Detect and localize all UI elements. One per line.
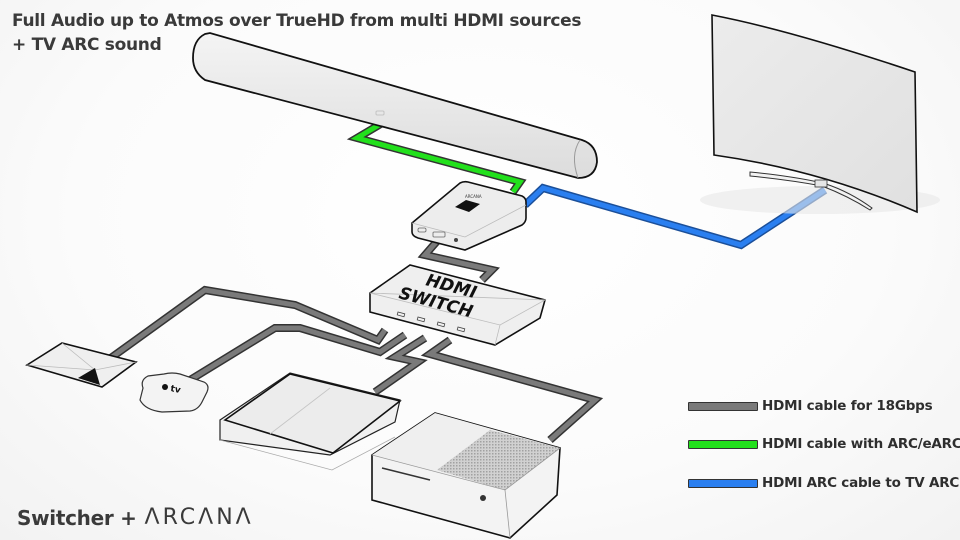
hdmi-port (416, 316, 426, 323)
brand-prefix: Switcher + (17, 505, 137, 530)
legend-label: HDMI cable with ARC/eARC (762, 436, 960, 452)
xbox-one-console (371, 412, 561, 539)
ps4-console (219, 372, 402, 471)
cable-switch-to-xbox (420, 336, 604, 443)
xbox-vent-grill (437, 430, 560, 490)
apple-logo-icon (162, 384, 168, 390)
switch-ports (396, 311, 466, 333)
cable-soundbar-to-arcana (346, 118, 527, 195)
hdmi-port (396, 311, 406, 318)
cables (105, 118, 828, 443)
legend-swatch-grey (688, 401, 758, 411)
legend-swatch-green (688, 439, 758, 449)
arcana-device: ARCANA (411, 180, 527, 251)
title-line-2: + TV ARC sound (12, 35, 162, 55)
arcana-logo: ΛRCΛNΛ (144, 505, 254, 530)
title-line-1: Full Audio up to Atmos over TrueHD from … (12, 11, 582, 31)
streaming-box (25, 342, 138, 388)
hdmi-port (436, 321, 446, 328)
diagram-title: Full Audio up to Atmos over TrueHD from … (12, 9, 582, 57)
apple-tv-label: tv (169, 384, 181, 396)
brand-footer: Switcher + ΛRCΛNΛ (17, 505, 254, 530)
apple-tv: tv (139, 372, 209, 413)
cable-arcana-to-switch (417, 237, 500, 283)
xbox-power-icon (480, 495, 486, 501)
legend-label: HDMI cable for 18Gbps (762, 398, 933, 414)
legend-label: HDMI ARC cable to TV ARC (762, 475, 960, 491)
cable-arcana-to-tv (522, 183, 828, 250)
cable-switch-to-shield (105, 285, 389, 364)
cable-switch-to-ps4 (372, 334, 428, 396)
tv (700, 14, 940, 214)
legend-swatch-blue (688, 478, 758, 488)
cable-switch-to-appletv (187, 324, 408, 384)
hdmi-switch: HDMI SWITCH (369, 264, 547, 346)
soundbar (192, 32, 598, 179)
arcana-screen-text: ARCANA (465, 194, 482, 199)
legend-item-hdmi-arc-earc: HDMI cable with ARC/eARC (688, 436, 960, 452)
legend-item-hdmi-18gbps: HDMI cable for 18Gbps (688, 398, 933, 414)
legend-item-hdmi-arc-tv: HDMI ARC cable to TV ARC (688, 475, 959, 491)
hdmi-port (456, 326, 466, 333)
